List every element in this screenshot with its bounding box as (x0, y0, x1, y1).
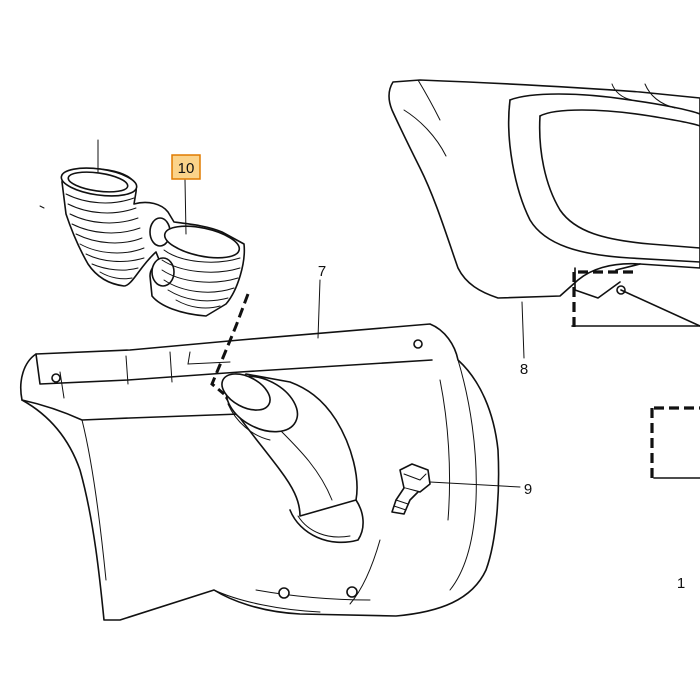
part-7-heat-shield (20, 323, 500, 621)
callout-7-label[interactable]: 7 (318, 263, 326, 280)
part-9-bolt (391, 463, 431, 515)
hose-ribs (65, 193, 145, 280)
part-10-corrugated-hose (60, 167, 246, 317)
callout-1-label[interactable]: 1 (677, 575, 685, 592)
callout-9-label[interactable]: 9 (524, 481, 532, 498)
hose-right-ribs (161, 249, 241, 309)
leader-lines (39, 139, 525, 488)
callout-10[interactable]: 10 (171, 154, 201, 180)
callout-10-label: 10 (178, 160, 195, 177)
assembly-line (210, 293, 250, 396)
reference-dashed-lines (571, 270, 700, 480)
part-8-body-panel (388, 79, 700, 327)
callout-8-label[interactable]: 8 (520, 361, 528, 378)
